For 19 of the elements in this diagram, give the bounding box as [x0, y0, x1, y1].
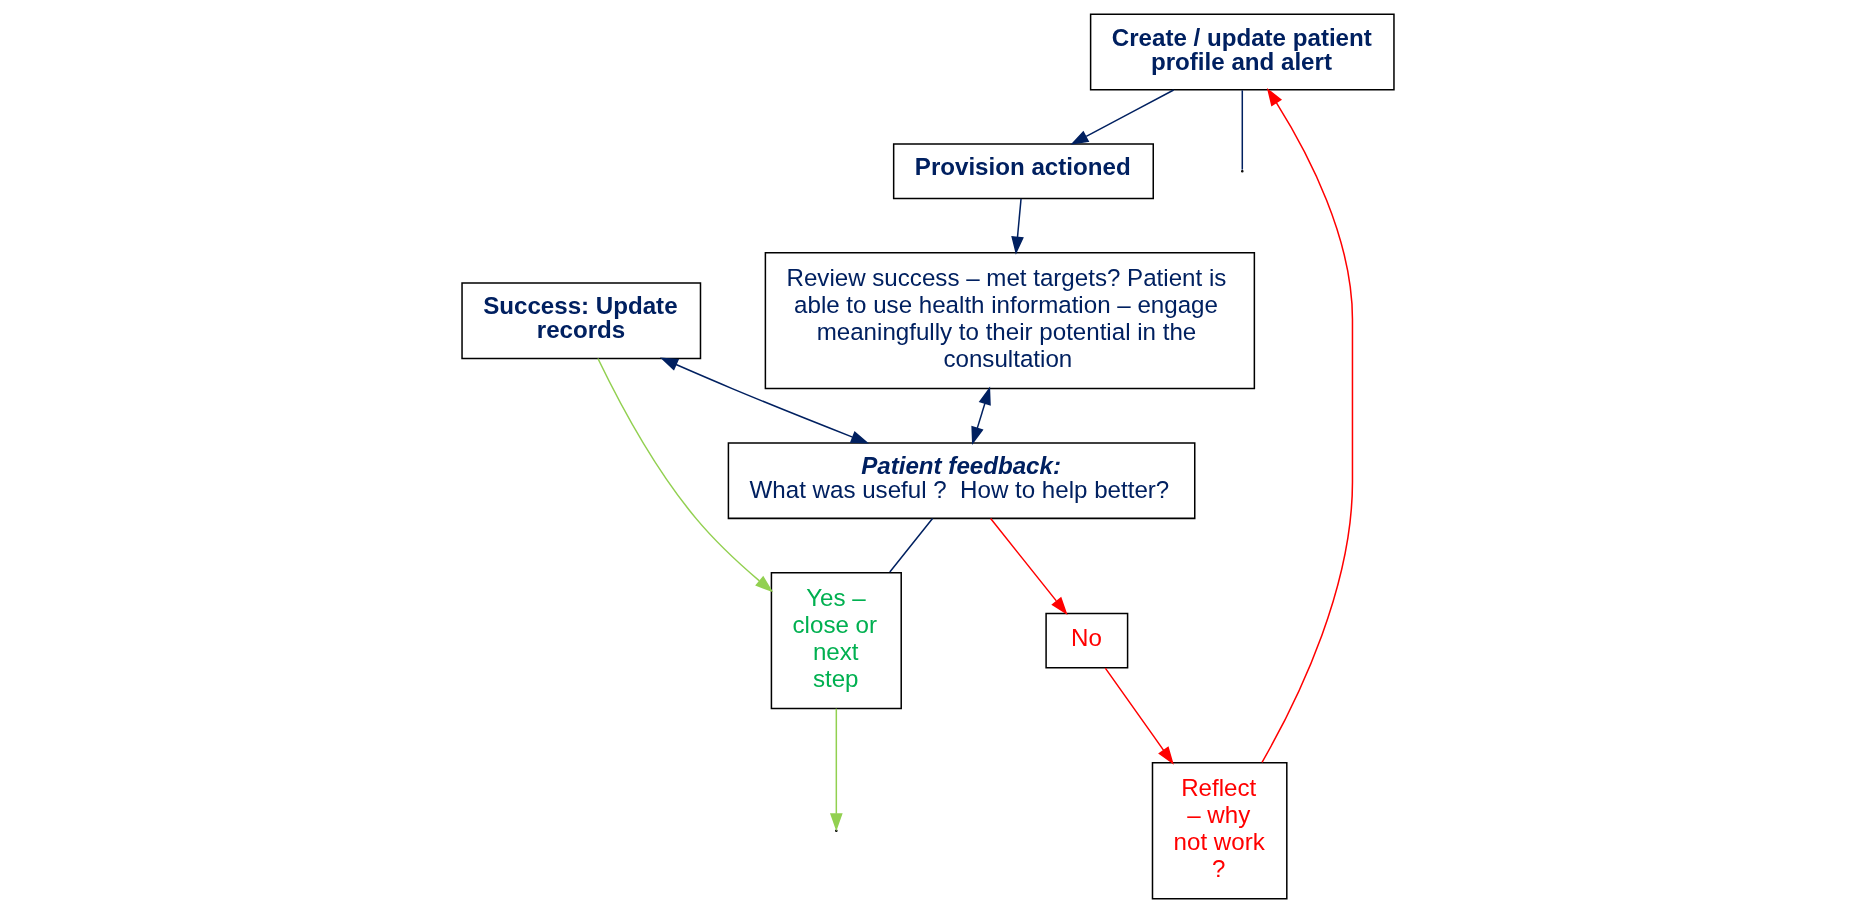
arrow — [829, 707, 843, 832]
connector — [889, 517, 934, 573]
arrow — [971, 386, 991, 446]
arrow — [1070, 89, 1175, 145]
node-box: Patient feedback: What was useful ? How to help better? — [727, 442, 1196, 520]
node-box: Provision actioned — [892, 143, 1154, 200]
arrow — [1261, 87, 1354, 764]
arrow — [1011, 198, 1024, 255]
node-box: Yes – close or next step — [770, 571, 902, 710]
arrow — [989, 517, 1068, 615]
arrow — [1104, 667, 1174, 765]
connector — [1241, 89, 1244, 171]
arrow — [660, 357, 870, 444]
node-box: Reflect – why not work ? — [1151, 762, 1288, 900]
node-box: Success: Update records — [461, 282, 702, 360]
node-box: Create / update patient profile and alert — [1089, 13, 1395, 91]
node-box: Review success – met targets? Patient is able to use health information – engage meaningfully to their potential in the consultation — [764, 252, 1256, 390]
node-box: No — [1045, 612, 1129, 669]
arrow — [597, 357, 774, 593]
